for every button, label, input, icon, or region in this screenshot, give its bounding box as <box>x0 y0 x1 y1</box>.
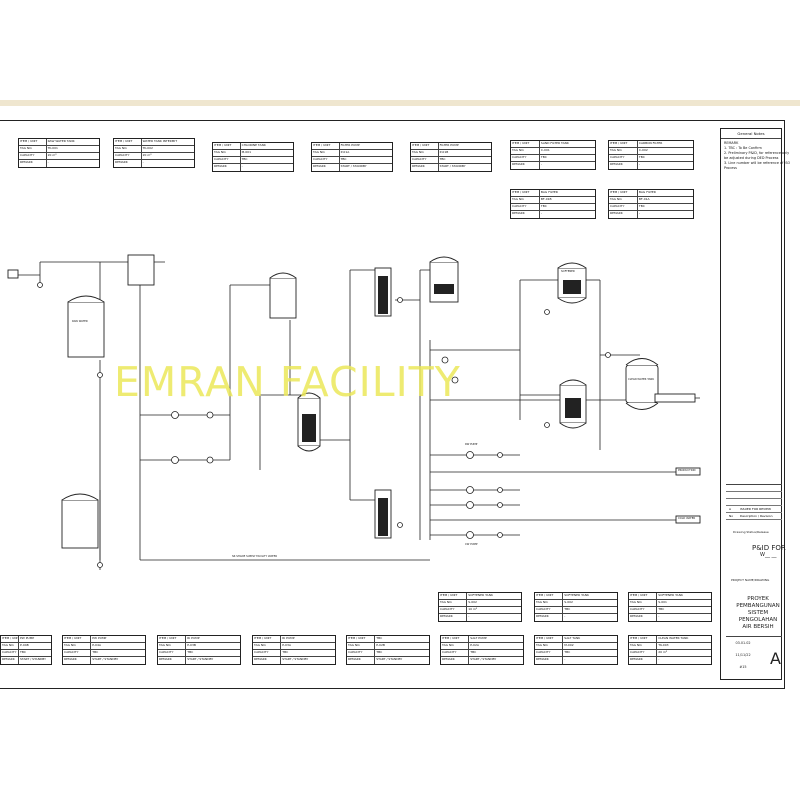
chlorine-dosing-tank <box>127 254 155 286</box>
legend-note: be adjusted during DED Process <box>724 156 779 160</box>
legend-title: General Notes <box>721 129 781 139</box>
carbon-filter-fill <box>434 284 454 294</box>
clean-water-outlet-box <box>654 393 696 403</box>
bag-filter-b-fill <box>378 498 388 536</box>
cold-water-outlet-box <box>675 515 701 524</box>
legend-note: 1. TBC : To Be Confirm <box>724 146 762 150</box>
drawing-frame <box>0 120 785 689</box>
label-raw-water-tank: RAW WATER <box>72 320 88 323</box>
label-facility-water: SR SHADE SUPPLY FACILITY WATER <box>232 555 278 558</box>
bag-filter-a-fill <box>378 276 388 314</box>
softener-b-fill <box>565 398 581 418</box>
sheet-top-band <box>0 100 800 106</box>
valve-b <box>206 456 214 464</box>
legend-note: 2. Preliminary P&ID, for reference only <box>724 151 790 155</box>
title-code: #15 <box>739 665 747 669</box>
label-production: PRODUCTION <box>678 469 696 472</box>
pump-p01a <box>171 411 179 419</box>
carbon-filter-tank <box>429 261 459 303</box>
drawing-status-label: Drawing Status/Release <box>733 530 769 534</box>
clean-tank-bottom-left <box>61 499 99 549</box>
watermark: EMRAN FACILITY <box>114 358 461 406</box>
pump-rw-a <box>466 451 474 459</box>
drawing-status-value: P&ID FOR <box>752 544 786 552</box>
valve-softener-feed <box>441 356 449 364</box>
pump-cw-a <box>466 501 474 509</box>
project-title: PROYEK PEMBANGUNAN SISTEM PENGOLAHAN AIR… <box>736 596 780 630</box>
drawing-name-label: PROJECT NAME/DRAWING <box>731 578 770 582</box>
sheet-size: A <box>770 649 781 668</box>
softener-a-fill <box>563 280 581 294</box>
sand-filter-fill <box>302 414 316 442</box>
raw-water-tank-dome <box>67 295 105 303</box>
inlet-box <box>7 269 19 279</box>
pump-cw-b <box>466 531 474 539</box>
legend-panel: General Notes REMARK 1. TBC : To Be Conf… <box>720 128 791 680</box>
label-softener-tank-a: SOFTENER <box>561 270 575 273</box>
legend-note: Process <box>724 166 737 170</box>
production-outlet-box <box>675 467 701 476</box>
label-rw-pump: RW PUMP <box>465 443 478 446</box>
legend-note: 3. Line number will be reference of ISO <box>724 161 791 165</box>
legend-heading: REMARK <box>724 141 739 145</box>
raw-water-tank <box>67 301 105 358</box>
valve-a <box>206 411 214 419</box>
title-date-2: 11/11/22 <box>735 653 751 657</box>
drawing-status-sub: W__ __ <box>760 552 777 558</box>
legend-notes: REMARK 1. TBC : To Be Confirm 2. Prelimi… <box>721 139 791 173</box>
pump-rw-b <box>466 486 474 494</box>
chlorine-tank <box>269 277 297 319</box>
title-date-1: 03.01.02 <box>735 641 751 645</box>
label-cold-water: COLD WATER <box>678 517 696 520</box>
label-clean-water-tank: CLEAN WATER TANK <box>628 378 655 381</box>
pump-p01b <box>171 456 179 464</box>
clean-water-tank <box>625 364 659 404</box>
title-block: 03.01.02 11/11/22 #15 A <box>726 636 782 685</box>
label-cw-pump: CW PUMP <box>465 543 478 546</box>
